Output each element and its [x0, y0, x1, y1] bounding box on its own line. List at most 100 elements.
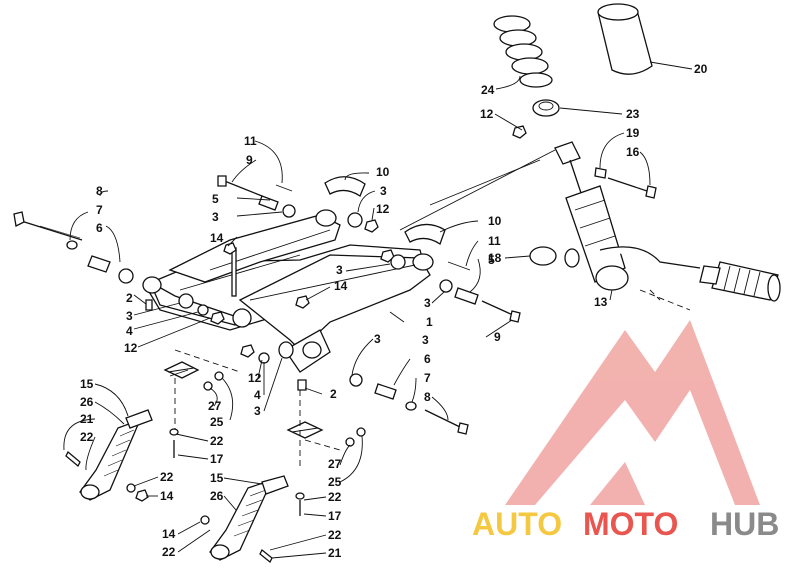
callout-4-lower: 4 — [254, 388, 261, 402]
front-arm-assembly — [142, 209, 434, 373]
bushing-3-upper-right — [347, 212, 363, 228]
callout-8-upper: 8 — [96, 184, 103, 198]
bracket-15-left — [125, 409, 153, 429]
bracket-15-right — [261, 475, 289, 495]
callout-15-right: 15 — [210, 471, 224, 485]
callout-12-lower: 12 — [248, 371, 262, 385]
pin-21-left — [65, 450, 81, 468]
nut-25-right — [356, 427, 366, 437]
callout-14-center: 14 — [334, 279, 348, 293]
bushing-3-left — [118, 268, 134, 284]
washer-4-left — [197, 304, 209, 316]
watermark-moto: MOTO — [583, 506, 678, 542]
callout-14-left-lower: 14 — [160, 489, 174, 503]
washer-22-right — [200, 515, 210, 525]
callout-1: 1 — [426, 315, 433, 329]
callout-24: 24 — [481, 83, 495, 97]
callout-2-lower: 2 — [330, 387, 337, 401]
callout-22-left-lower: 22 — [160, 470, 174, 484]
footrest-left — [79, 418, 142, 501]
callout-11-right: 11 — [488, 234, 501, 248]
spacer-6-lower — [374, 383, 397, 400]
spacer-5-upper — [258, 195, 279, 211]
footrest-right — [209, 478, 274, 561]
bushing-3-lower-right — [349, 373, 363, 387]
callout-7-upper: 7 — [96, 203, 103, 217]
callout-11-upper: 11 — [244, 134, 257, 148]
callout-9-right: 9 — [494, 330, 501, 344]
bolt-17-left — [169, 428, 179, 458]
nut-12-upper-right — [364, 219, 379, 233]
bolt-8-upper — [13, 211, 83, 241]
watermark-wordmark: AUTO MOTO HUB — [472, 506, 779, 542]
bushing-19 — [594, 167, 607, 179]
callout-12-left: 12 — [124, 341, 138, 355]
callout-3-upper: 3 — [212, 210, 219, 224]
callout-23: 23 — [626, 107, 640, 121]
callout-8-lower: 8 — [424, 390, 431, 404]
nut-14-center — [295, 295, 310, 309]
callout-3-right-lower: 3 — [422, 333, 429, 347]
callout-3-left: 3 — [126, 309, 133, 323]
bushing-3-upper — [282, 204, 296, 218]
callout-27-right: 27 — [328, 457, 342, 471]
callout-9-upper: 9 — [246, 153, 253, 167]
reservoir — [699, 261, 781, 302]
callout-18: 18 — [488, 251, 502, 265]
bolt-9-right — [481, 300, 521, 323]
callout-4-left: 4 — [126, 324, 133, 338]
callout-22-bolt-left: 22 — [210, 434, 224, 448]
bolt-16 — [607, 177, 657, 199]
callout-12-upper-right: 12 — [376, 202, 390, 216]
cap-10-lower — [404, 223, 446, 246]
spacer-5-right — [454, 287, 479, 305]
callout-21-left: 21 — [80, 412, 94, 426]
mount-bracket-lower — [286, 390, 341, 470]
callout-21-right: 21 — [328, 546, 342, 560]
callout-22-right: 22 — [162, 545, 176, 559]
callout-6-lower: 6 — [424, 352, 431, 366]
bushing-3-mid — [178, 293, 194, 309]
washer-7-upper — [66, 240, 78, 250]
bolt-9-upper — [217, 175, 263, 197]
callout-10-upper: 10 — [376, 165, 390, 179]
nut-12-shock — [512, 125, 527, 139]
callout-6-upper: 6 — [96, 221, 103, 235]
callout-labels: 8 7 6 2 3 4 12 11 9 5 3 14 10 3 12 3 14 … — [80, 62, 708, 560]
callout-7-lower: 7 — [424, 371, 431, 385]
callout-27-left: 27 — [208, 399, 222, 413]
callout-5-upper: 5 — [212, 192, 219, 206]
bolt-8-lower — [424, 409, 469, 435]
pin-21-right — [259, 548, 273, 564]
clamp-18-b — [564, 248, 580, 268]
bushing-3-right — [390, 254, 406, 270]
boot-20 — [597, 3, 653, 75]
bolt-2-lower — [297, 379, 307, 391]
callout-3-right: 3 — [424, 296, 431, 310]
bolt-2-left — [145, 299, 153, 311]
clamp-18 — [529, 246, 557, 266]
fitting — [639, 289, 691, 311]
callout-17-right: 17 — [328, 509, 342, 523]
watermark-auto: AUTO — [472, 506, 562, 542]
callout-22-bolt-right: 22 — [328, 490, 342, 504]
callout-17-left: 17 — [210, 452, 224, 466]
washer-27-right — [345, 437, 355, 447]
nut-14-left-lower — [135, 489, 149, 502]
callout-14-upper: 14 — [210, 231, 224, 245]
washer-22-left — [126, 483, 136, 493]
bushing-3-right-lower — [439, 279, 453, 293]
washer-7-lower — [405, 401, 417, 411]
callout-25-left: 25 — [210, 415, 224, 429]
callout-26-right: 26 — [210, 489, 224, 503]
spacer-6-upper — [87, 255, 111, 273]
bushing-3-lower — [278, 341, 294, 359]
spring-24 — [493, 15, 553, 88]
cap-10-upper — [324, 176, 366, 197]
pin-11-upper — [275, 184, 293, 192]
collar-23 — [532, 99, 560, 117]
watermark-hub: HUB — [710, 506, 779, 542]
nut-25-left — [214, 371, 224, 381]
callout-14-right: 14 — [162, 527, 176, 541]
